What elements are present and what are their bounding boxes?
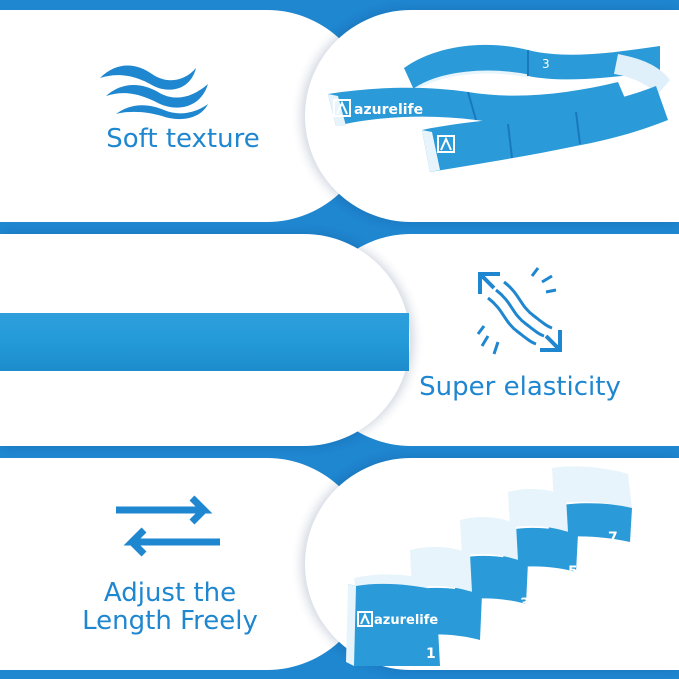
adjust-length-label-line1: Adjust the (103, 578, 237, 608)
strap-flat-image (0, 313, 409, 371)
strap-brand-text-bottom: azurelife (374, 613, 438, 628)
strap-number-1: 1 (426, 646, 436, 662)
strap-number-3: 3 (542, 57, 550, 71)
strap-number-3-bottom: 3 (520, 596, 530, 612)
swap-arrows-icon (116, 495, 220, 557)
adjust-length-label-line2: Length Freely (82, 606, 258, 636)
soft-texture-label: Soft texture (106, 124, 260, 154)
strap-number-7: 7 (608, 530, 618, 546)
waves-icon (100, 65, 208, 120)
strap-coiled-image: azurelife 3 (328, 44, 670, 172)
strap-loops-image: azurelife 3 5 7 1 (346, 466, 632, 666)
strap-brand-text: azurelife (354, 102, 423, 118)
super-elasticity-label: Super elasticity (419, 372, 621, 402)
stretch-arrows-icon (476, 267, 562, 355)
strap-number-5: 5 (568, 564, 578, 580)
